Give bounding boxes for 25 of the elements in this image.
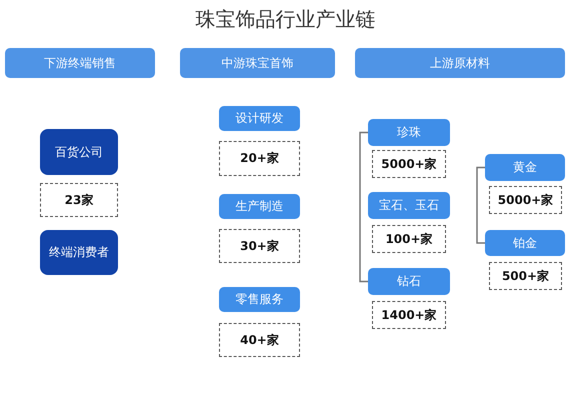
diagram-title: 珠宝饰品行业产业链 <box>194 6 376 33</box>
count-box: 5000+家 <box>489 186 562 214</box>
section-header: 上游原材料 <box>355 48 565 78</box>
count-box: 5000+家 <box>372 150 446 178</box>
section-header: 下游终端销售 <box>5 48 155 78</box>
category-box: 珍珠 <box>368 119 450 146</box>
count-box: 20+家 <box>219 141 300 176</box>
category-box: 生产制造 <box>219 194 300 219</box>
count-box: 100+家 <box>372 225 446 253</box>
count-box: 23家 <box>40 183 118 217</box>
category-box: 铂金 <box>485 230 565 256</box>
category-box: 设计研发 <box>219 106 300 131</box>
category-box: 百货公司 <box>40 129 118 175</box>
count-box: 40+家 <box>219 323 300 357</box>
category-box: 钻石 <box>368 268 450 295</box>
count-box: 1400+家 <box>372 301 446 329</box>
category-box: 黄金 <box>485 154 565 181</box>
connector-line <box>359 132 368 282</box>
category-box: 零售服务 <box>219 287 300 312</box>
category-box: 宝石、玉石 <box>368 192 450 219</box>
count-box: 30+家 <box>219 229 300 263</box>
category-box: 终端消费者 <box>40 230 118 275</box>
count-box: 500+家 <box>489 262 562 290</box>
connector-line <box>476 166 485 244</box>
section-header: 中游珠宝首饰 <box>180 48 335 78</box>
